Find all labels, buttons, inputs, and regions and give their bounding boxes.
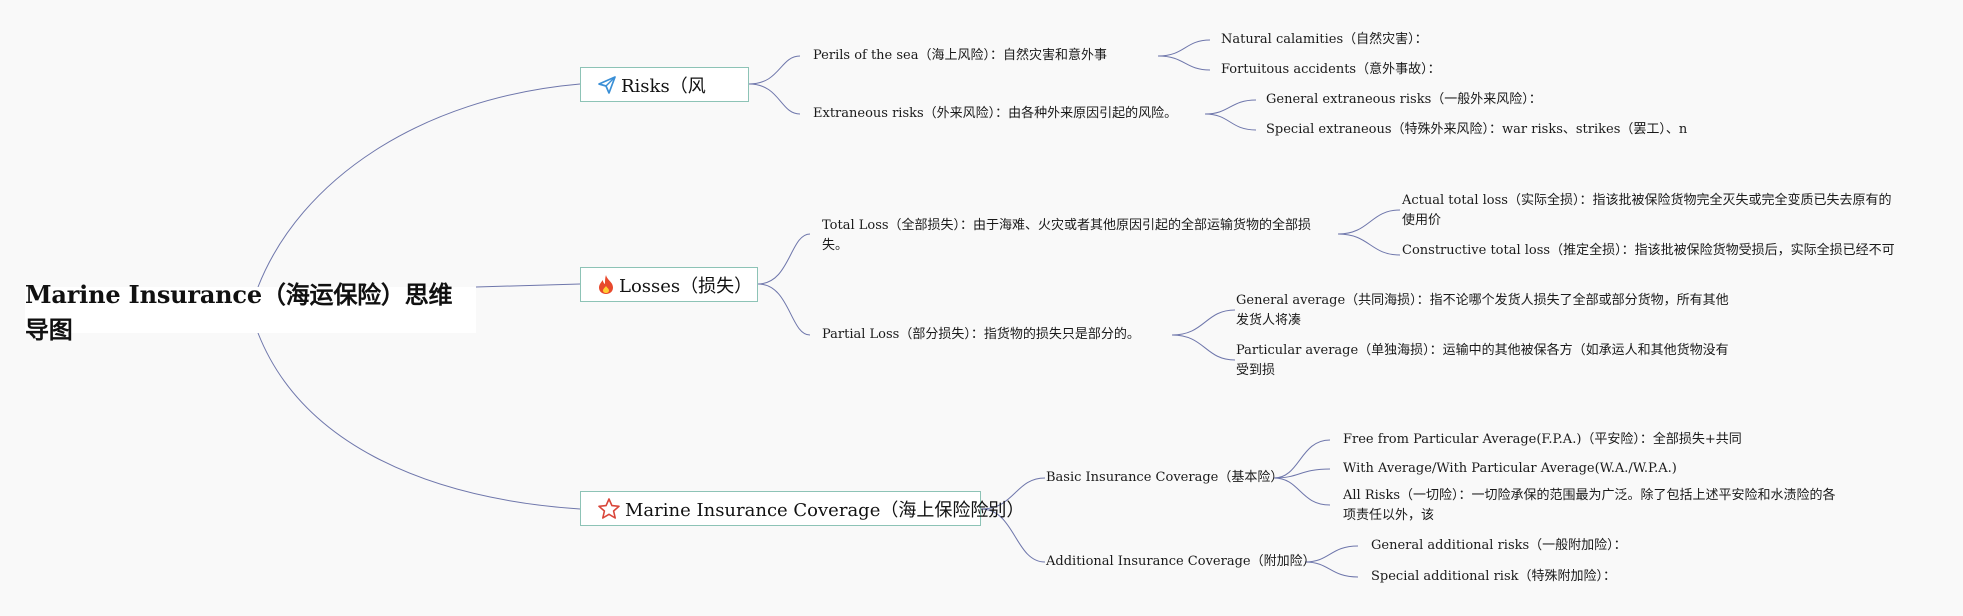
flame-icon (597, 274, 615, 295)
node-general-average[interactable]: General average（共同海损）：指不论哪个发货人损失了全部或部分货物… (1236, 293, 1729, 328)
paper-plane-icon (597, 75, 617, 95)
node-additional-coverage[interactable]: Additional Insurance Coverage（附加险） (1046, 554, 1316, 569)
node-constructive-total-loss[interactable]: Constructive total loss（推定全损）：指该批被保险货物受损… (1402, 243, 1895, 258)
topic-risks-label: Risks（风 (621, 75, 706, 97)
topic-losses-label: Losses（损失） (619, 275, 753, 297)
node-special-additional[interactable]: Special additional risk（特殊附加险）： (1371, 569, 1616, 584)
topic-coverage[interactable]: Marine Insurance Coverage（海上保险险别） (580, 491, 1024, 526)
node-fortuitous-accidents[interactable]: Fortuitous accidents（意外事故）： (1221, 62, 1441, 77)
node-general-additional[interactable]: General additional risks（一般附加险）： (1371, 538, 1627, 553)
node-particular-average[interactable]: Particular average（单独海损）：运输中的其他被保各方（如承运人… (1236, 343, 1729, 378)
node-perils-of-the-sea[interactable]: Perils of the sea（海上风险）：自然灾害和意外事 (813, 48, 1107, 63)
node-total-loss[interactable]: Total Loss（全部损失）：由于海难、火灾或者其他原因引起的全部运输货物的… (822, 218, 1312, 253)
node-fpa[interactable]: Free from Particular Average(F.P.A.)（平安险… (1343, 432, 1742, 447)
topic-risks[interactable]: Risks（风 (580, 67, 749, 102)
root-topic[interactable]: Marine Insurance（海运保险）思维导图 (25, 280, 476, 344)
node-basic-coverage[interactable]: Basic Insurance Coverage（基本险） (1046, 470, 1284, 485)
node-general-extraneous[interactable]: General extraneous risks（一般外来风险）： (1266, 92, 1542, 107)
topic-coverage-label: Marine Insurance Coverage（海上保险险别） (625, 499, 1025, 521)
root-title: Marine Insurance（海运保险）思维导图 (25, 280, 453, 344)
node-partial-loss[interactable]: Partial Loss（部分损失）：指货物的损失只是部分的。 (822, 327, 1140, 342)
node-actual-total-loss[interactable]: Actual total loss（实际全损）：指该批被保险货物完全灭失或完全变… (1402, 193, 1892, 228)
topic-losses[interactable]: Losses（损失） (580, 267, 758, 302)
node-natural-calamities[interactable]: Natural calamities（自然灾害）： (1221, 32, 1428, 47)
star-icon (597, 497, 621, 521)
node-special-extraneous[interactable]: Special extraneous（特殊外来风险）：war risks、str… (1266, 122, 1688, 137)
node-all-risks[interactable]: All Risks（一切险）：一切险承保的范围最为广泛。除了包括上述平安险和水渍… (1343, 488, 1836, 523)
node-wa-wpa[interactable]: With Average/With Particular Average(W.A… (1343, 461, 1677, 476)
node-extraneous-risks[interactable]: Extraneous risks（外来风险）：由各种外来原因引起的风险。 (813, 106, 1178, 121)
